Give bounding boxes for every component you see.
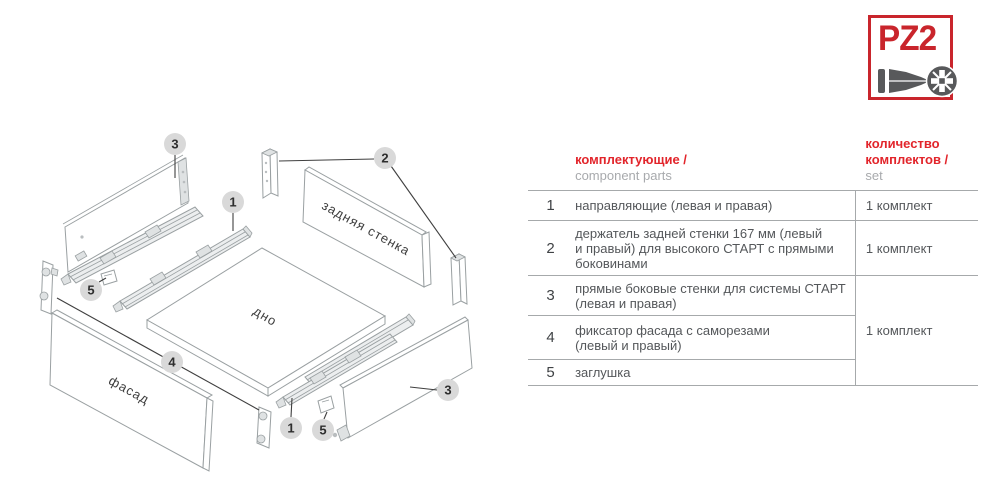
svg-text:1: 1	[229, 195, 236, 210]
row-number: 4	[528, 315, 574, 360]
leader-lines	[56, 155, 457, 420]
row-qty: 1 комплект	[854, 190, 978, 221]
row-desc: боковинами	[575, 255, 648, 271]
callout-right-sidewall: 3	[437, 379, 459, 401]
bit-side-icon	[878, 69, 930, 93]
row-desc: фиксатор фасада с саморезами	[575, 322, 770, 338]
callout-left-sidewall: 3	[164, 133, 186, 155]
facade-panel: фасад	[49, 309, 214, 472]
svg-text:3: 3	[171, 137, 178, 152]
callout-back-wall-holders: 2	[374, 147, 396, 169]
callout-facade-fixators: 4	[161, 351, 183, 373]
facade-fixator-right	[256, 406, 272, 449]
table-row: 1 направляющие (левая и правая) 1 компле…	[528, 190, 978, 221]
svg-text:5: 5	[319, 423, 326, 438]
qty-header-ru: количество комплектов /	[865, 136, 949, 167]
parts-header-ru: комплектующие /	[575, 152, 687, 167]
callout-cap-bottom: 5	[312, 419, 334, 441]
table-header-row: комплектующие / component parts количест…	[528, 136, 978, 191]
parts-table: комплектующие / component parts количест…	[528, 136, 978, 386]
bottom-panel: дно	[146, 247, 386, 397]
parts-header-en: component parts	[575, 168, 672, 183]
table-row: 4 фиксатор фасада с саморезами (левый и …	[528, 315, 978, 360]
right-sidewall-panel	[332, 316, 473, 442]
cap-bottom	[317, 395, 335, 414]
row-number: 3	[528, 275, 574, 316]
row-number: 2	[528, 220, 574, 276]
cap-top	[100, 269, 118, 286]
row-desc: прямые боковые стенки для системы СТАРТ	[575, 280, 846, 296]
svg-text:1: 1	[287, 421, 294, 436]
pozidriv-bit-icon	[925, 64, 959, 98]
row-desc: (левая и правая)	[575, 295, 677, 311]
exploded-drawer-diagram: задняя стенка дно	[39, 133, 473, 472]
qty-header-en: set	[865, 168, 883, 183]
callout-rail-middle: 1	[222, 191, 244, 213]
callout-cap-top: 5	[80, 279, 102, 301]
table-row: 2 держатель задней стенки 167 мм (левый …	[528, 220, 978, 276]
rail-right-pair	[275, 313, 416, 409]
table-row: 3 прямые боковые стенки для системы СТАР…	[528, 275, 978, 386]
svg-text:3: 3	[444, 383, 451, 398]
merged-qty-cell: 1 комплект	[854, 275, 978, 386]
back-wall-panel: задняя стенка	[302, 166, 432, 288]
back-wall-holder-left	[261, 148, 279, 199]
back-wall-holder-right	[450, 253, 468, 306]
row-desc: заглушка	[575, 365, 631, 380]
rail-left	[112, 225, 253, 313]
row-desc: (левый и правый)	[575, 337, 682, 353]
row-desc: и правый) для высокого СТАРТ с прямыми	[575, 240, 834, 256]
svg-text:4: 4	[168, 355, 176, 370]
table-row: 5 заглушка	[528, 359, 978, 386]
row-number: 1	[528, 190, 574, 221]
callout-rail-bottom: 1	[280, 417, 302, 439]
svg-text:2: 2	[381, 151, 388, 166]
row-desc: направляющие (левая и правая)	[575, 198, 773, 213]
pz2-logo-icons	[878, 64, 959, 98]
row-qty: 1 комплект	[854, 220, 978, 276]
row-number: 5	[528, 359, 574, 386]
row-desc: держатель задней стенки 167 мм (левый	[575, 225, 823, 241]
facade-fixator-left	[39, 260, 59, 315]
left-sidewall-panel	[60, 154, 204, 286]
pz2-logo: PZ2	[868, 15, 959, 100]
svg-text:5: 5	[87, 283, 94, 298]
pz2-logo-text: PZ2	[878, 19, 937, 58]
